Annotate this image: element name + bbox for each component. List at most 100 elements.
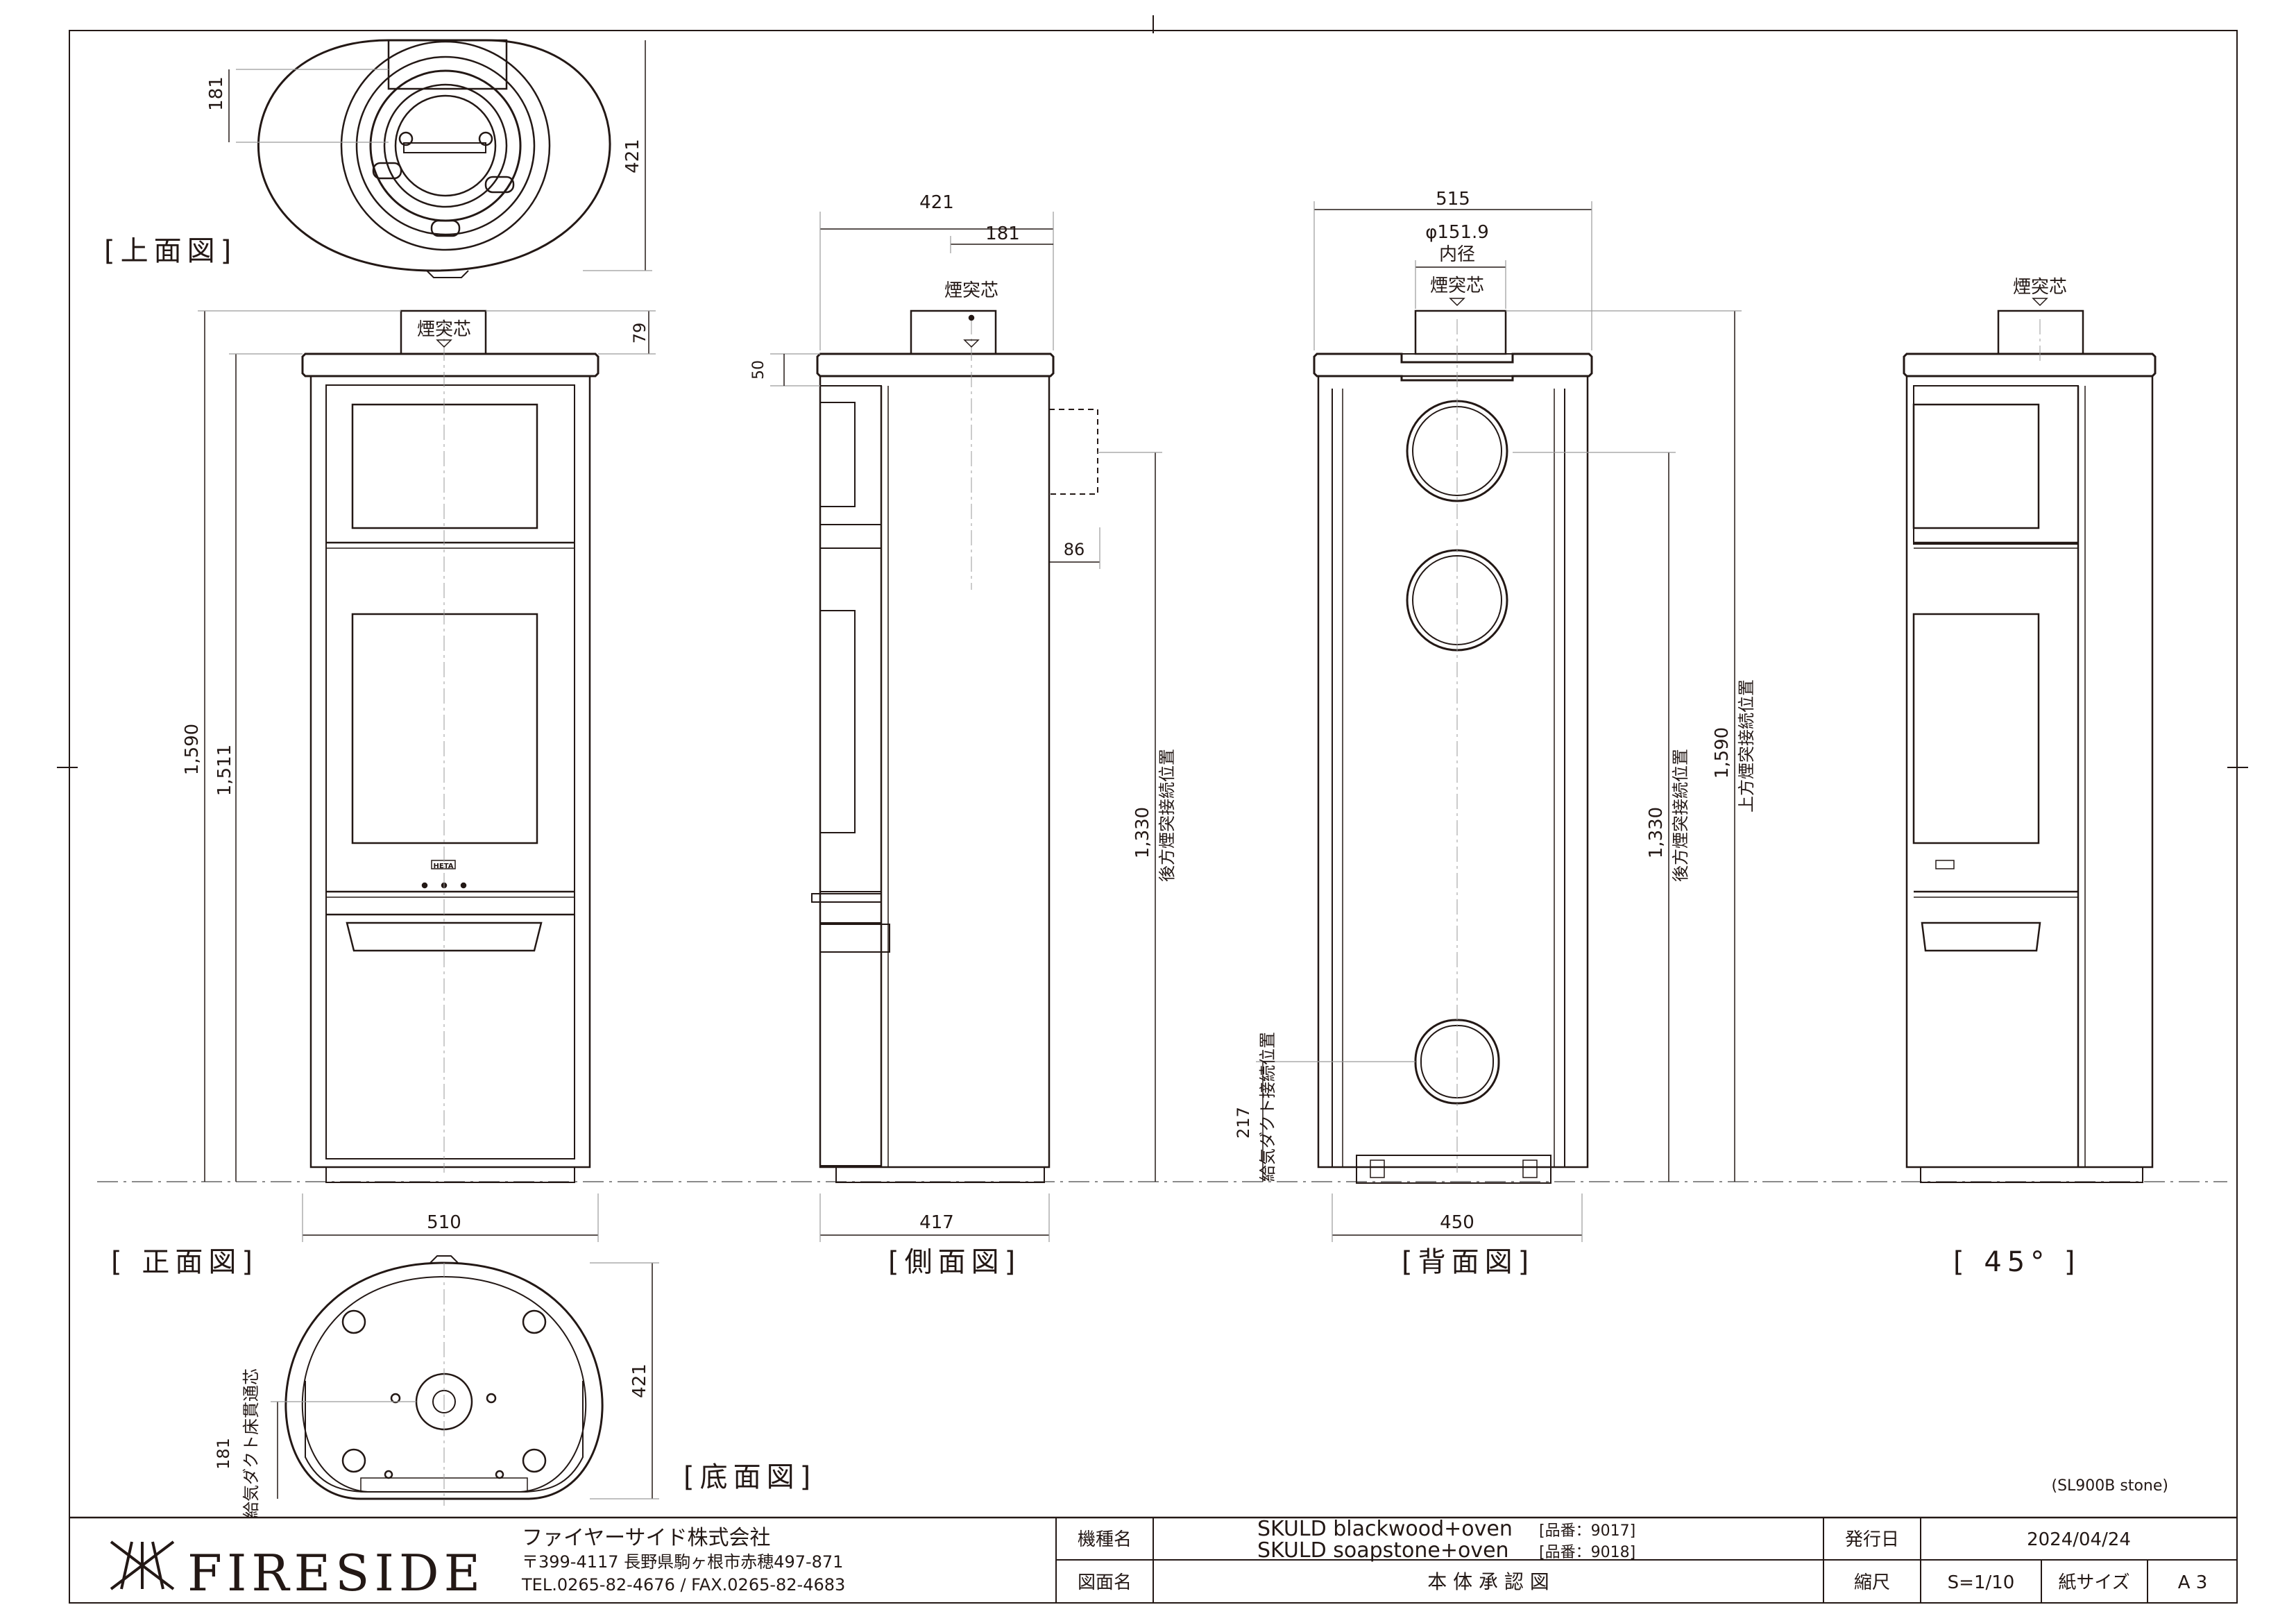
angle-oven-window [1912,403,2040,529]
company-address: 〒399-4117 長野県駒ヶ根市赤穂497-871 [522,1552,843,1572]
title-block [69,1516,2237,1603]
angle-fire-window [1912,613,2040,844]
bottom-view-outline [284,1261,604,1500]
model-label: 機種名 [1078,1529,1132,1550]
angle-view [1903,298,2157,1183]
view-title-top: [上面図] [104,235,237,267]
dim-side-417: 417 [919,1212,954,1233]
back-chimney-label: 煙突芯 [1430,275,1484,296]
top-view [228,39,652,278]
model-line-1: SKULD blackwood+oven [1257,1517,1513,1541]
angle-body [1905,375,2154,1169]
side-chimney-label: 煙突芯 [944,280,998,301]
dim-side-181: 181 [985,223,1020,244]
back-flue-stub [1414,309,1507,355]
model-code-2: [品番：9018] [1539,1544,1635,1561]
top-view-slot-2 [484,176,515,194]
paper-value: A 3 [2178,1572,2208,1593]
back-top-flue-label: 上方煙突接続位置 [1737,679,1756,813]
top-view-slot-1 [372,162,402,180]
back-inner-label: 内径 [1439,244,1475,265]
model-note: (SL900B stone) [2052,1477,2169,1495]
bottom-air-duct-label: 給気ダクト床貫通芯 [241,1368,261,1518]
back-view [1256,201,1742,1242]
paper-label: 紙サイズ [2058,1572,2129,1593]
top-view-ring-2 [355,56,536,236]
view-title-front: [ 正面図] [111,1246,258,1278]
dim-back-1330: 1,330 [1646,807,1667,858]
company-logo: FIRESIDE [187,1544,485,1602]
dim-side-86: 86 [1064,540,1085,559]
top-view-slot-3 [430,219,461,237]
fireside-mark-icon [110,1540,175,1590]
issue-label: 発行日 [1845,1529,1899,1550]
top-view-outline [257,39,611,272]
side-door-lower [819,922,882,1166]
angle-flue-stub [1997,309,2084,355]
front-view: HETA [198,309,656,1242]
side-top-plate [816,352,1055,377]
dim-side-421: 421 [919,192,954,213]
sheet-border [69,30,2238,1604]
top-view-knob-left [398,131,414,146]
side-door-middle [819,547,882,892]
back-plinth [1356,1155,1551,1184]
side-view [770,212,1162,1242]
back-rear-flue-label: 後方煙突接続位置 [1671,749,1690,882]
side-rear-flue [1049,409,1098,495]
side-plinth [835,1166,1045,1183]
scale-label: 縮尺 [1854,1572,1890,1593]
dim-side-1330: 1,330 [1132,807,1153,858]
model-code-1: [品番：9017] [1539,1522,1635,1540]
scale-value: S=1/10 [1948,1572,2015,1593]
side-door-upper [819,385,882,525]
top-view-knob-right [478,131,493,146]
drawing-name: 本 体 承 認 図 [1427,1570,1549,1593]
company-tel-fax: TEL.0265-82-4676 / FAX.0265-82-4683 [521,1575,845,1595]
top-view-ring-outer [340,40,551,251]
top-view-flue-collar [387,39,508,90]
back-top-plate [1313,352,1593,382]
front-plinth [325,1166,575,1183]
front-top-plate [301,352,599,377]
dim-bottom-181: 181 [214,1438,233,1470]
dim-back-217: 217 [1234,1107,1253,1139]
front-oven-window [351,403,538,529]
angle-chimney-label: 煙突芯 [2013,277,2067,298]
view-title-bottom: [底面図] [683,1461,816,1493]
dim-front-79: 79 [630,323,649,344]
front-badge [431,860,456,869]
dim-front-1590: 1,590 [182,724,203,775]
view-title-side: [側面図] [888,1246,1021,1278]
drawing-label: 図面名 [1078,1572,1132,1593]
dim-bottom-421: 421 [629,1363,650,1398]
side-rear-flue-label: 後方煙突接続位置 [1157,749,1177,882]
model-line-2: SKULD soapstone+oven [1257,1538,1509,1563]
front-body-inner [325,384,575,1159]
dim-back-515: 515 [1436,189,1470,210]
dim-back-1590: 1,590 [1712,727,1733,779]
top-view-ring-5 [394,94,497,197]
dim-top-421: 421 [622,139,643,173]
top-view-ring-4 [383,83,508,208]
company-name: ファイヤーサイド株式会社 [522,1526,771,1550]
front-chimney-marker [436,339,452,348]
back-inner-diameter: φ151.9 [1425,222,1489,243]
dim-front-1511: 1,511 [214,745,235,796]
dim-front-510: 510 [427,1212,461,1233]
dim-top-181: 181 [206,76,227,111]
back-body [1317,375,1589,1169]
back-air-duct-label: 給気ダクト接続位置 [1258,1032,1277,1182]
side-flue-stub [910,309,997,355]
issue-date: 2024/04/24 [2027,1529,2131,1550]
dim-side-50: 50 [750,360,767,380]
front-fire-window [351,613,538,844]
dim-back-450: 450 [1440,1212,1474,1233]
front-badge-text: HETA [434,863,454,870]
view-title-back: [背面図] [1402,1246,1534,1278]
bottom-view [271,1255,659,1506]
top-view-tab [426,270,469,278]
front-chimney-label: 煙突芯 [417,319,471,340]
top-view-ring-3 [369,69,522,222]
